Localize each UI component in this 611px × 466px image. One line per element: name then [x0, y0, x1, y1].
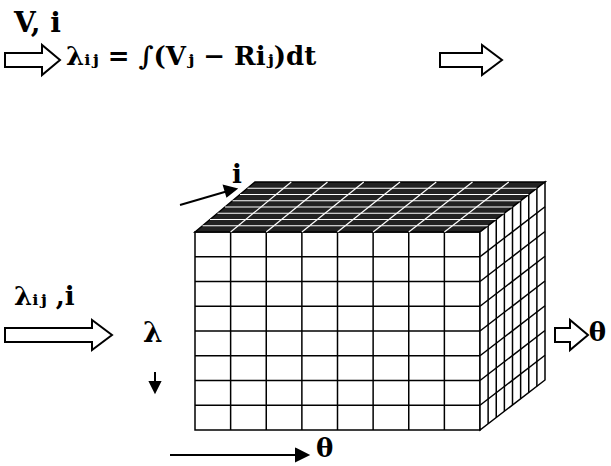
grid-line [444, 182, 508, 232]
grid-line [480, 331, 545, 381]
arrow-head [150, 382, 160, 392]
flux-formula: λᵢⱼ = ∫(Vⱼ − Riⱼ)dt [66, 42, 316, 71]
grid-line [409, 182, 473, 232]
input-signal-label: λᵢⱼ ,i [14, 282, 75, 311]
grid-line [248, 188, 537, 189]
input-signal-label: V, i [14, 8, 61, 39]
axis-label: λ [143, 318, 163, 349]
grid-line [528, 195, 530, 393]
grid-line [225, 206, 513, 207]
grid-line [373, 182, 436, 232]
grid-line [372, 232, 374, 430]
grid-line [195, 355, 480, 357]
grid-line [195, 330, 480, 332]
lookup-cube [195, 182, 545, 430]
arrow-head [296, 449, 308, 461]
output-arrow [555, 320, 588, 350]
output-arrow [440, 45, 502, 75]
grid-line [195, 405, 480, 407]
grid-line [480, 306, 545, 356]
grid-line [240, 194, 529, 195]
input-arrow [5, 320, 112, 350]
axis-line [180, 191, 228, 205]
axis-label: i [232, 160, 242, 189]
grid-line [408, 232, 410, 430]
axis-label: θ [316, 434, 333, 463]
grid-line [520, 201, 522, 399]
output-label: θ [589, 318, 606, 347]
grid-line [480, 355, 545, 405]
cube-front [195, 232, 480, 430]
grid-line [233, 200, 521, 201]
axis-line [170, 454, 298, 456]
grid-line [536, 188, 538, 386]
grid-line [444, 232, 446, 430]
input-arrow [5, 45, 60, 75]
grid-line [480, 281, 545, 331]
grid-line [195, 380, 480, 382]
